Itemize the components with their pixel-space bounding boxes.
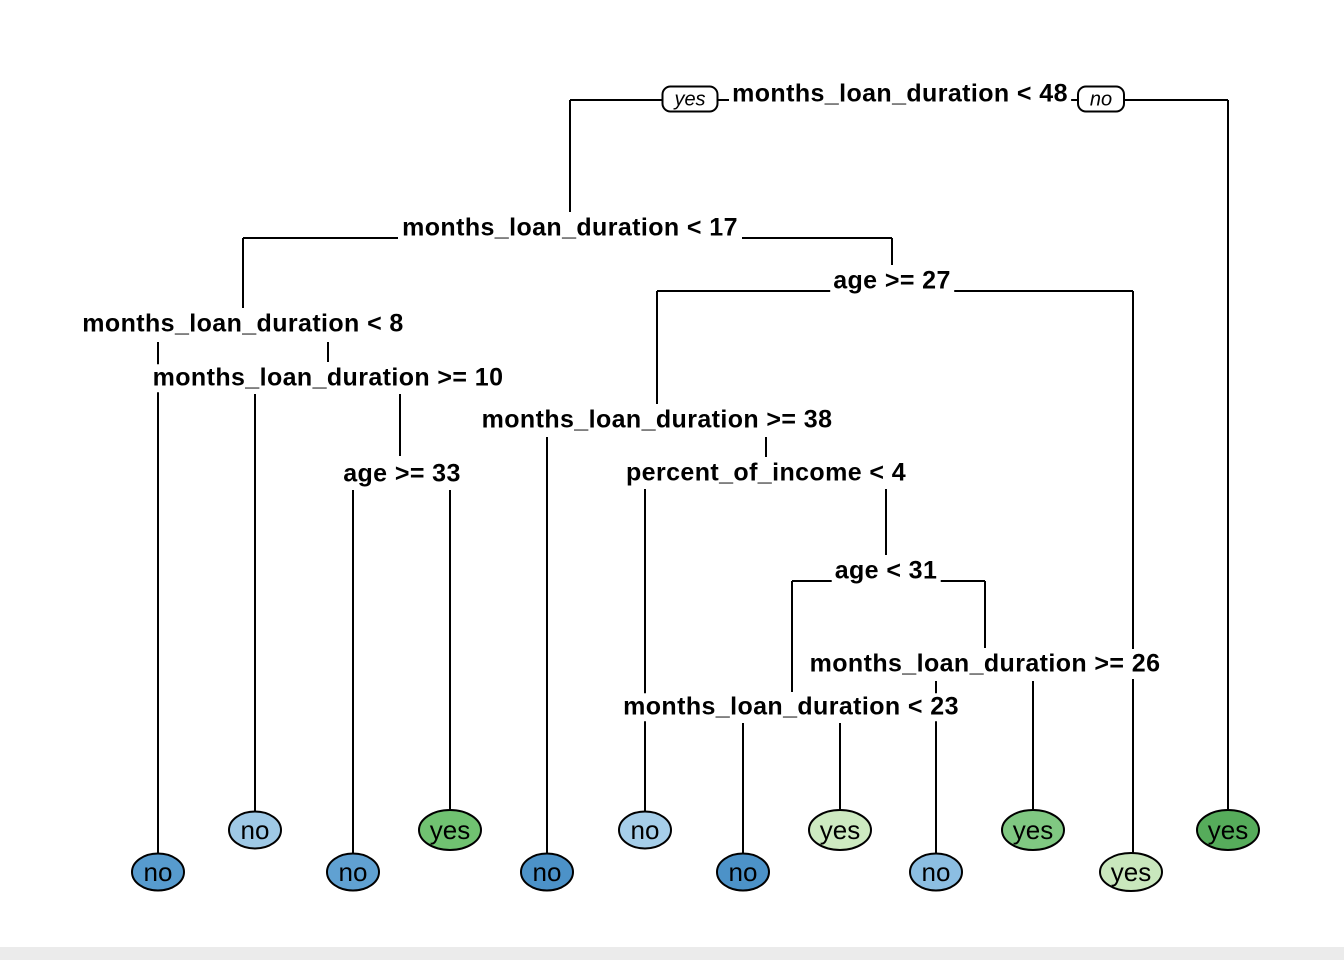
leaf-label: no [144,857,173,887]
leaf-ellipse [520,852,574,892]
leaf-label: yes [1013,815,1053,845]
leaf-node-10-yes: yes [1001,809,1065,851]
bottom-edge-bar [0,947,1344,960]
leaf-node-7-no: no [716,852,770,892]
leaf-node-9-no: no [909,852,963,892]
split-node-n8: percent_of_income < 4 [622,459,910,487]
split-node-n6: age >= 27 [830,267,954,295]
leaf-node-11-yes: yes [1099,852,1163,892]
split-node-n2: months_loan_duration < 17 [399,214,741,242]
split-node-n9: age < 31 [831,557,941,585]
leaf-ellipse [716,852,770,892]
leaf-ellipse [1099,852,1163,892]
split-node-n11: months_loan_duration < 23 [620,693,962,721]
leaf-ellipse [808,809,872,851]
leaf-label: yes [820,815,860,845]
split-node-n3: months_loan_duration < 8 [79,310,407,338]
leaf-ellipse [418,809,482,851]
leaf-node-3-no: no [326,852,380,892]
no-branch-box: no [1077,85,1125,113]
leaf-label: no [339,857,368,887]
yes-branch-box: yes [661,85,719,113]
leaf-label: no [922,857,951,887]
leaf-label: yes [430,815,470,845]
leaf-label: no [729,857,758,887]
split-node-n7: months_loan_duration >= 38 [478,406,836,434]
leaf-node-4-yes: yes [418,809,482,851]
leaf-ellipse [131,852,185,892]
leaf-ellipse [1196,809,1260,851]
leaf-node-5-no: no [520,852,574,892]
leaf-node-2-no: no [228,810,282,850]
split-node-n5: age >= 33 [340,460,464,488]
leaf-node-12-yes: yes [1196,809,1260,851]
leaf-ellipse [618,810,672,850]
leaf-node-8-yes: yes [808,809,872,851]
split-node-n10: months_loan_duration >= 26 [806,650,1164,678]
leaf-ellipse [909,852,963,892]
leaf-label: no [241,815,270,845]
split-node-n4: months_loan_duration >= 10 [149,364,507,392]
leaf-node-6-no: no [618,810,672,850]
leaf-label: yes [1111,857,1151,887]
leaf-ellipse [1001,809,1065,851]
leaf-node-1-no: no [131,852,185,892]
leaf-label: yes [1208,815,1248,845]
split-node-root: months_loan_duration < 48 [729,80,1071,108]
leaf-label: no [533,857,562,887]
leaf-label: no [631,815,660,845]
leaf-ellipse [228,810,282,850]
leaf-ellipse [326,852,380,892]
